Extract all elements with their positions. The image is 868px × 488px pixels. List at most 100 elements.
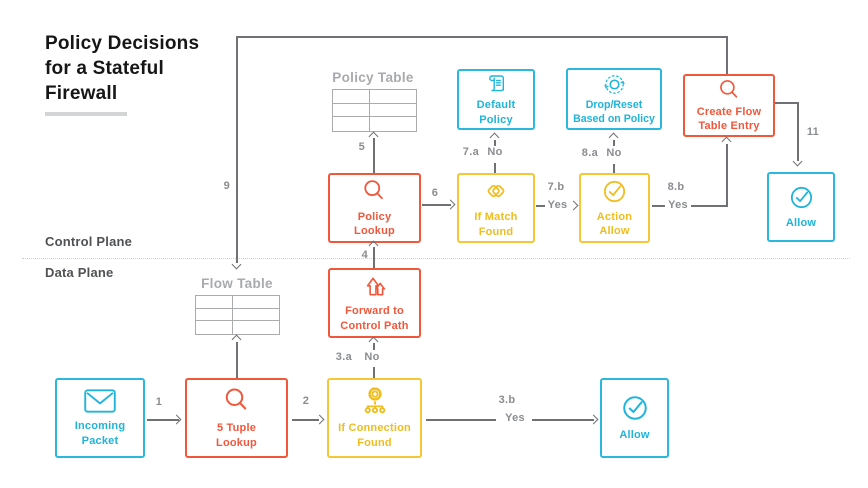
edge-8b-line-mid: [691, 205, 728, 207]
flow-table-grid: [195, 295, 280, 335]
edge-9-line-left-vertical: [236, 36, 238, 263]
edge-6-label: 6: [431, 187, 439, 199]
edge-3b-arrowhead: [588, 414, 599, 425]
reset-icon: [603, 74, 625, 94]
title-underline: [45, 112, 127, 116]
edge-6-line: [422, 204, 451, 206]
data-plane-label: Data Plane: [45, 265, 114, 280]
edge-1-label: 1: [155, 396, 163, 408]
forward-arrows-icon: [366, 277, 385, 296]
edge-4-label: 4: [361, 249, 368, 261]
envelope-icon: [84, 389, 116, 413]
edge-7b-answer: Yes: [547, 199, 568, 211]
edge-3b-answer: Yes: [505, 412, 525, 424]
edge-7a-answer: No: [487, 146, 503, 158]
edge-8a-line-lower: [613, 164, 615, 173]
check-circle-icon: [622, 396, 647, 421]
edge-3b-label: 3.b: [498, 394, 516, 406]
edge-4-line: [373, 247, 375, 268]
edge-11-line-horizontal: [775, 102, 799, 104]
edge-11-label: 11: [806, 126, 820, 138]
magnifier-icon: [225, 388, 246, 410]
policy-table-grid: [332, 89, 417, 132]
edge-2-label: 2: [302, 395, 310, 407]
edge-3a-answer: No: [364, 351, 380, 363]
edge-1-line: [147, 419, 179, 421]
edge-9-line-right-vertical: [726, 36, 728, 74]
edge-2-arrowhead: [314, 414, 325, 425]
control-plane-label: Control Plane: [45, 234, 133, 249]
edge-8b-line-left: [652, 205, 665, 207]
edge-8b-line-vertical: [726, 144, 728, 205]
edge-8b-arrowhead: [721, 136, 732, 147]
edge-8b-answer: Yes: [668, 199, 688, 211]
edge-3b-line-right: [532, 419, 594, 421]
edge-5-arrowhead: [368, 131, 379, 142]
flow-table-label: Flow Table: [201, 276, 273, 291]
edge-11-line-vertical: [797, 102, 799, 161]
policy-table-label: Policy Table: [332, 70, 414, 85]
edge-8a-arrowhead: [608, 132, 619, 143]
gear-network-icon: [364, 387, 385, 414]
edge-3b-line-left: [426, 419, 496, 421]
plane-divider: [22, 258, 850, 259]
overlap-diamonds-icon: [487, 185, 505, 198]
edge-9-label: 9: [223, 180, 230, 192]
edge-2-line: [292, 419, 319, 421]
magnifier-icon: [364, 179, 383, 199]
edge-7a-label: 7.a: [462, 146, 479, 158]
scroll-icon: [489, 75, 504, 92]
edge-7b-arrowhead: [568, 200, 579, 211]
edge-7a-arrowhead: [489, 132, 500, 143]
edge-3a-label: 3.a: [335, 351, 352, 363]
edge-11-arrowhead: [792, 156, 803, 167]
node-label: Allow: [785, 216, 817, 229]
edge-flow-table-arrowhead: [231, 334, 242, 345]
edge-3a-line-upper: [373, 343, 375, 350]
edge-8a-label: 8.a: [581, 147, 598, 159]
node-allow-data-plane: Allow: [600, 378, 669, 458]
edge-9-arrowhead: [231, 259, 242, 270]
edge-5-line: [373, 138, 375, 173]
edge-6-arrowhead: [445, 199, 456, 210]
page-title: Policy Decisions for a Stateful Firewall: [45, 33, 200, 104]
check-circle-icon: [790, 186, 812, 208]
edge-7a-line-upper: [494, 140, 496, 146]
edge-8a-answer: No: [606, 147, 622, 159]
edge-7b-label: 7.b: [547, 181, 565, 193]
edge-flow-table-line: [236, 342, 238, 378]
edge-1-arrowhead: [171, 414, 182, 425]
edge-3a-line-lower: [373, 367, 375, 378]
edge-8a-line-upper: [613, 140, 615, 146]
edge-5-label: 5: [358, 141, 365, 153]
edge-9-line-horizontal: [236, 36, 728, 38]
magnifier-icon: [719, 79, 737, 98]
edge-3a-arrowhead: [368, 336, 379, 347]
edge-8b-label: 8.b: [667, 181, 685, 193]
node-allow-control-plane: Allow: [767, 172, 835, 242]
edge-7b-line: [536, 205, 545, 207]
node-label: Allow: [619, 429, 650, 442]
edge-7a-line-lower: [494, 163, 496, 173]
